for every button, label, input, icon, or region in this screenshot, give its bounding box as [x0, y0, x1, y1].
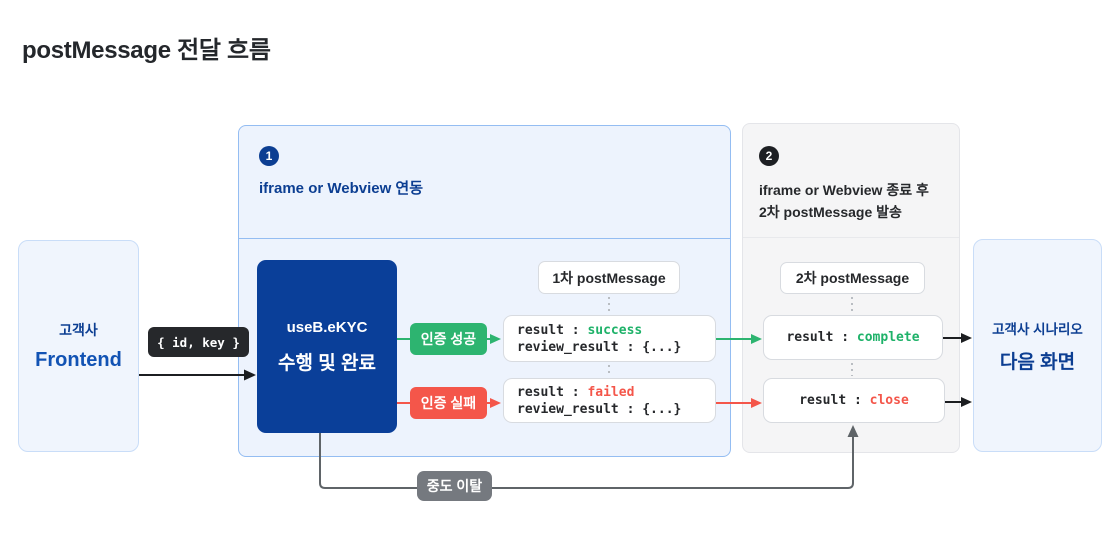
section2-title-line2: 2차 postMessage 발송: [759, 204, 902, 220]
ekyc-node-line1: useB.eKYC: [286, 318, 368, 336]
ekyc-node: useB.eKYC 수행 및 완료: [257, 260, 397, 433]
arrowhead-close-to-next: [961, 397, 972, 407]
result-success-line2: review_result : {...}: [517, 339, 682, 355]
result-failed-value: failed: [587, 384, 635, 400]
auth-fail-pill: 인증 실패: [410, 387, 487, 419]
result-complete-box: result : complete: [763, 315, 943, 360]
section2-title: iframe or Webview 종료 후 2차 postMessage 발송: [759, 179, 929, 223]
result-close-line: result : close: [799, 393, 909, 408]
auth-success-pill: 인증 성공: [410, 323, 487, 355]
frontend-box: 고객사 Frontend: [18, 240, 139, 452]
frontend-box-title: Frontend: [35, 349, 122, 371]
result-close-box: result : close: [763, 378, 945, 423]
arrowhead-complete-to-next: [961, 333, 972, 343]
result-failed-box: result : failed review_result : {...}: [503, 378, 716, 423]
result-close-value: close: [869, 393, 909, 408]
id-key-payload-badge: { id, key }: [148, 327, 249, 357]
result-success-box: result : success review_result : {...}: [503, 315, 716, 362]
next-screen-box: 고객사 시나리오 다음 화면: [973, 239, 1102, 452]
frontend-box-subtitle: 고객사: [59, 322, 98, 338]
section2-title-line1: iframe or Webview 종료 후: [759, 182, 929, 198]
next-screen-subtitle: 고객사 시나리오: [992, 321, 1083, 337]
result-success-value: success: [587, 322, 643, 338]
result-failed-line2: review_result : {...}: [517, 401, 682, 417]
section1-header: 1 iframe or Webview 연동: [239, 126, 730, 239]
second-postmessage-label: 2차 postMessage: [780, 262, 925, 294]
section2-header: 2 iframe or Webview 종료 후 2차 postMessage …: [743, 124, 959, 238]
page-title: postMessage 전달 흐름: [22, 37, 271, 64]
result-failed-line1: result : failed: [517, 384, 635, 400]
step-1-number-icon: 1: [259, 146, 279, 166]
ekyc-node-line2: 수행 및 완료: [278, 352, 376, 374]
first-postmessage-label: 1차 postMessage: [538, 261, 680, 294]
step-2-number-icon: 2: [759, 146, 779, 166]
result-success-line1: result : success: [517, 322, 643, 338]
next-screen-title: 다음 화면: [999, 351, 1076, 373]
result-complete-value: complete: [856, 330, 920, 345]
result-complete-line: result : complete: [786, 330, 920, 345]
exit-midway-badge: 중도 이탈: [417, 471, 492, 501]
section1-title: iframe or Webview 연동: [259, 180, 424, 197]
